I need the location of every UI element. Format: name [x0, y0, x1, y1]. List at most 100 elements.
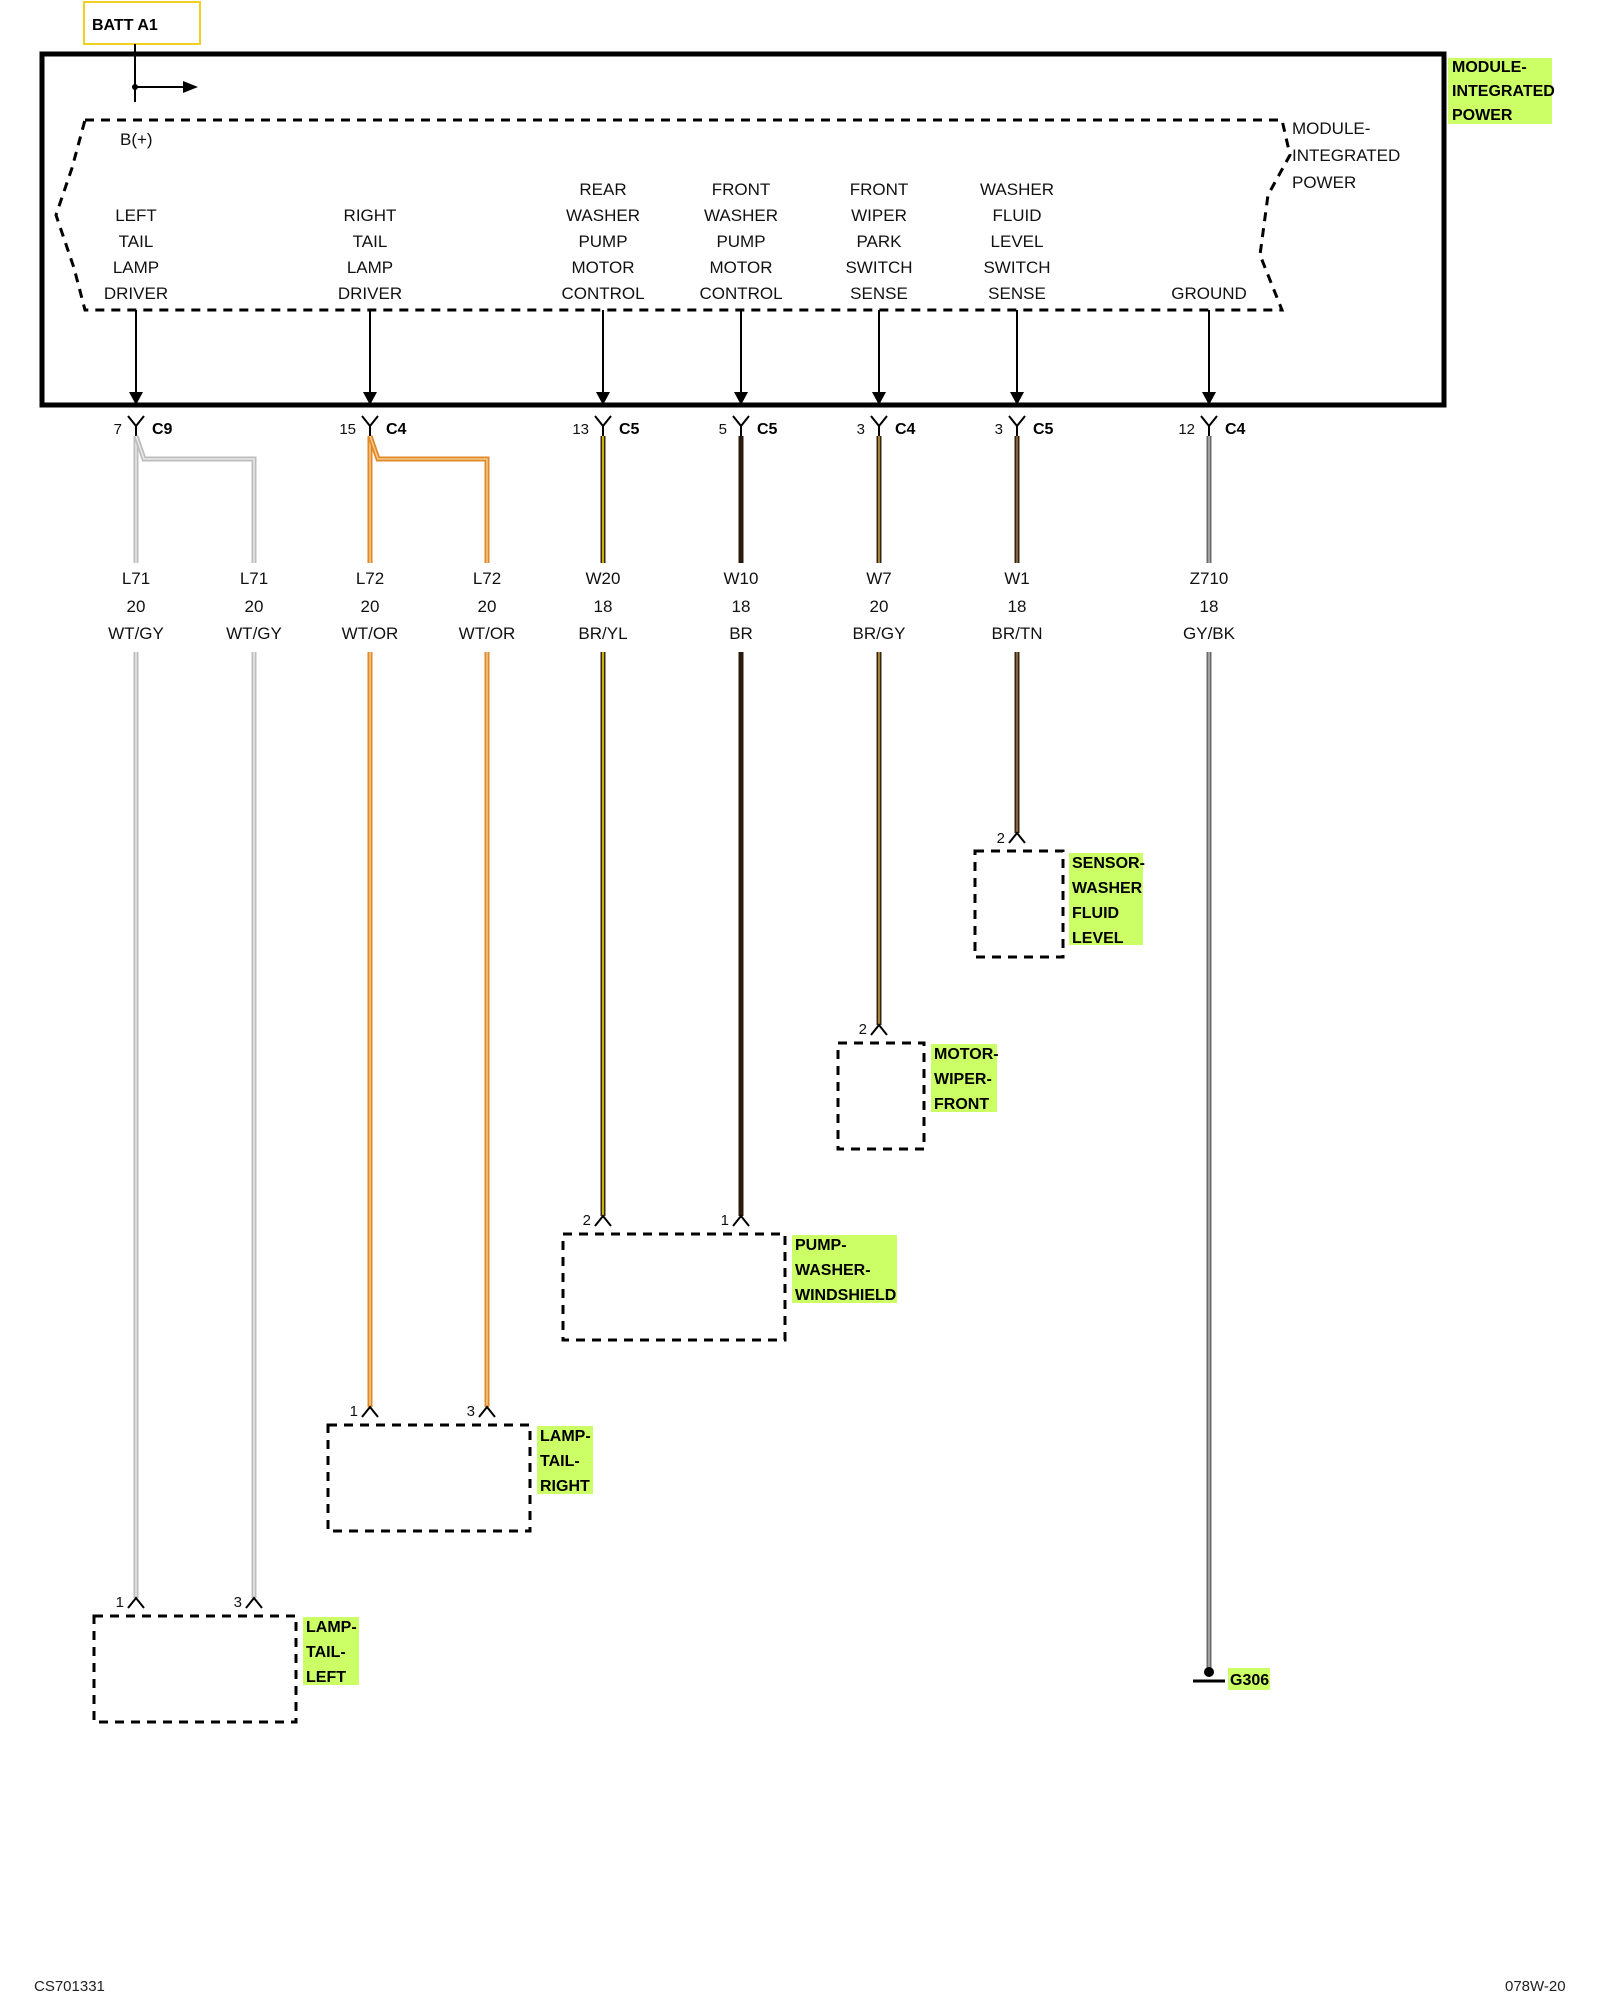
connector-c5-3-icon [1008, 415, 1026, 436]
conn-left-tail: C9 [152, 421, 173, 438]
func-washer-level-4: SWITCH [983, 258, 1050, 277]
lamp-tail-right-label-3: RIGHT [540, 1478, 590, 1495]
pump-washer-label-2: WASHER- [795, 1262, 871, 1279]
wire-l72-a-color: WT/OR [342, 624, 399, 643]
pump-washer-box [561, 1232, 787, 1342]
wire-l72-b-color: WT/OR [459, 624, 516, 643]
lamp-tail-left-box [92, 1614, 298, 1724]
wire-w20-circuit: W20 [586, 569, 621, 588]
conn-rear-washer: C5 [619, 421, 640, 438]
func-right-tail-3: LAMP [347, 258, 393, 277]
pin-right-tail: 15 [339, 421, 356, 438]
lamp-left-pin1-icon [127, 1596, 145, 1609]
wire-l72-a-gauge: 20 [361, 597, 380, 616]
func-wiper-park-1: FRONT [850, 180, 909, 199]
lamp-tail-left-label-2: TAIL- [306, 1644, 346, 1661]
module-inner-dashed [54, 118, 1292, 312]
pump-washer-pin1-num: 1 [721, 1212, 729, 1229]
wire-l71-a-color: WT/GY [108, 624, 164, 643]
func-front-washer-3: PUMP [716, 232, 765, 251]
sensor-washer-label-4: LEVEL [1072, 930, 1124, 947]
pump-washer-highlight [792, 1235, 897, 1303]
func-rear-washer-5: CONTROL [561, 284, 644, 303]
sensor-washer-label-1: SENSOR- [1072, 855, 1145, 872]
func-rear-washer-4: MOTOR [572, 258, 635, 277]
wire-l72-b-circuit: L72 [473, 569, 501, 588]
arrow-ground-icon [1202, 392, 1216, 405]
func-left-tail-1: LEFT [115, 206, 157, 225]
wire-z710-color: GY/BK [1183, 624, 1236, 643]
motor-wiper-highlight [931, 1044, 997, 1112]
connector-c4-15-icon [361, 415, 379, 436]
lamp-tail-left-label-1: LAMP- [306, 1619, 357, 1636]
func-left-tail-4: DRIVER [104, 284, 168, 303]
lamp-right-pin3-icon [478, 1405, 496, 1418]
module-box [39, 51, 1447, 408]
sensor-washer-label-3: FLUID [1072, 905, 1119, 922]
wire-w10-circuit: W10 [724, 569, 759, 588]
module-callout-highlight [1448, 58, 1552, 124]
bplus-label: B(+) [120, 130, 153, 149]
wire-labels: L71 20 WT/GY L71 20 WT/GY L72 20 WT/OR L… [108, 569, 1235, 643]
arrow-washer-level-icon [1010, 392, 1024, 405]
module-connectors [127, 415, 1218, 436]
pin-washer-level: 3 [995, 421, 1003, 438]
lamp-right-pin1-num: 1 [350, 1403, 358, 1420]
arrow-right-tail-icon [363, 392, 377, 405]
batt-arrow-icon [183, 81, 198, 93]
wire-w7-gauge: 20 [870, 597, 889, 616]
lamp-tail-right-label-1: LAMP- [540, 1428, 591, 1445]
arrow-front-washer-icon [734, 392, 748, 405]
lamp-tail-left-highlight [303, 1617, 359, 1685]
lamp-tail-left-label-3: LEFT [306, 1669, 346, 1686]
module-callout-3: POWER [1452, 107, 1513, 124]
func-washer-level-2: FLUID [992, 206, 1041, 225]
function-labels: LEFT TAIL LAMP DRIVER RIGHT TAIL LAMP DR… [104, 180, 1247, 303]
wire-l71-b [133, 435, 257, 1598]
wire-l71-a-gauge: 20 [127, 597, 146, 616]
func-ground-1: GROUND [1171, 284, 1247, 303]
component-pin-numbers: 2 2 2 1 1 3 1 3 [116, 830, 1005, 1611]
pump-washer-label-3: WINDSHIELD [795, 1287, 896, 1304]
wire-l72-b [367, 435, 490, 1407]
lamp-right-pin1-icon [361, 1405, 379, 1418]
func-rear-washer-2: WASHER [566, 206, 640, 225]
connector-c5-13-icon [594, 415, 612, 436]
motor-wiper-box [836, 1041, 926, 1151]
component-labels: SENSOR- WASHER FLUID LEVEL MOTOR- WIPER-… [303, 853, 1145, 1686]
wire-w7-circuit: W7 [866, 569, 892, 588]
wire-w20-gauge: 18 [594, 597, 613, 616]
wire-w1-circuit: W1 [1004, 569, 1030, 588]
motor-wiper-label-3: FRONT [934, 1096, 989, 1113]
ground-symbol-icon [1193, 1667, 1225, 1683]
sensor-washer-label-2: WASHER [1072, 880, 1143, 897]
ground-label: G306 [1230, 1672, 1269, 1689]
connector-c5-5-icon [732, 415, 750, 436]
wire-w1-gauge: 18 [1008, 597, 1027, 616]
wire-l71-b-color: WT/GY [226, 624, 282, 643]
pump-washer-pin1-icon [732, 1214, 750, 1227]
wire-w10-color: BR [729, 624, 753, 643]
motor-wiper-pin2-icon [870, 1023, 888, 1036]
lamp-tail-right-highlight [537, 1426, 593, 1494]
ground-label-highlight [1228, 1668, 1270, 1690]
func-front-washer-1: FRONT [712, 180, 771, 199]
lamp-tail-right-box [326, 1423, 532, 1533]
motor-wiper-label-1: MOTOR- [934, 1046, 999, 1063]
wires [133, 435, 1212, 1672]
func-wiper-park-5: SENSE [850, 284, 908, 303]
module-internal-leads [135, 310, 1210, 402]
func-wiper-park-4: SWITCH [845, 258, 912, 277]
wire-z710-circuit: Z710 [1190, 569, 1229, 588]
connector-c9-icon [127, 415, 145, 436]
func-rear-washer-3: PUMP [578, 232, 627, 251]
motor-wiper-label-2: WIPER- [934, 1071, 992, 1088]
component-connectors [127, 831, 1026, 1609]
sensor-washer-highlight [1069, 853, 1143, 945]
lamp-left-pin3-num: 3 [234, 1594, 242, 1611]
arrow-rear-washer-icon [596, 392, 610, 405]
pin-wiper-park: 3 [857, 421, 865, 438]
conn-front-washer: C5 [757, 421, 778, 438]
func-rear-washer-1: REAR [579, 180, 626, 199]
